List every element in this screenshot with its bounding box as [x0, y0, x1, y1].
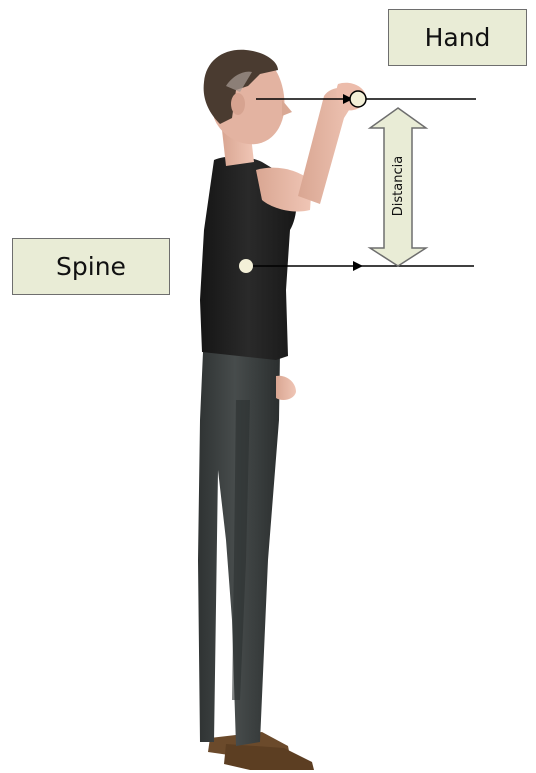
head [204, 50, 292, 144]
spine-label-box: Spine [12, 238, 170, 295]
spine-label: Spine [56, 252, 126, 281]
hand-label-box: Hand [388, 9, 527, 66]
distance-label: Distancia [391, 156, 406, 216]
standing-man-figure [198, 50, 366, 770]
hand-joint-marker [350, 91, 366, 107]
hand-label: Hand [425, 23, 491, 52]
double-headed-arrow-icon: Distancia [370, 108, 426, 266]
shoes [208, 732, 314, 770]
hand-reference [256, 91, 476, 107]
hip-hand [276, 376, 296, 400]
trousers [198, 352, 280, 746]
spine-joint-marker [239, 259, 253, 273]
